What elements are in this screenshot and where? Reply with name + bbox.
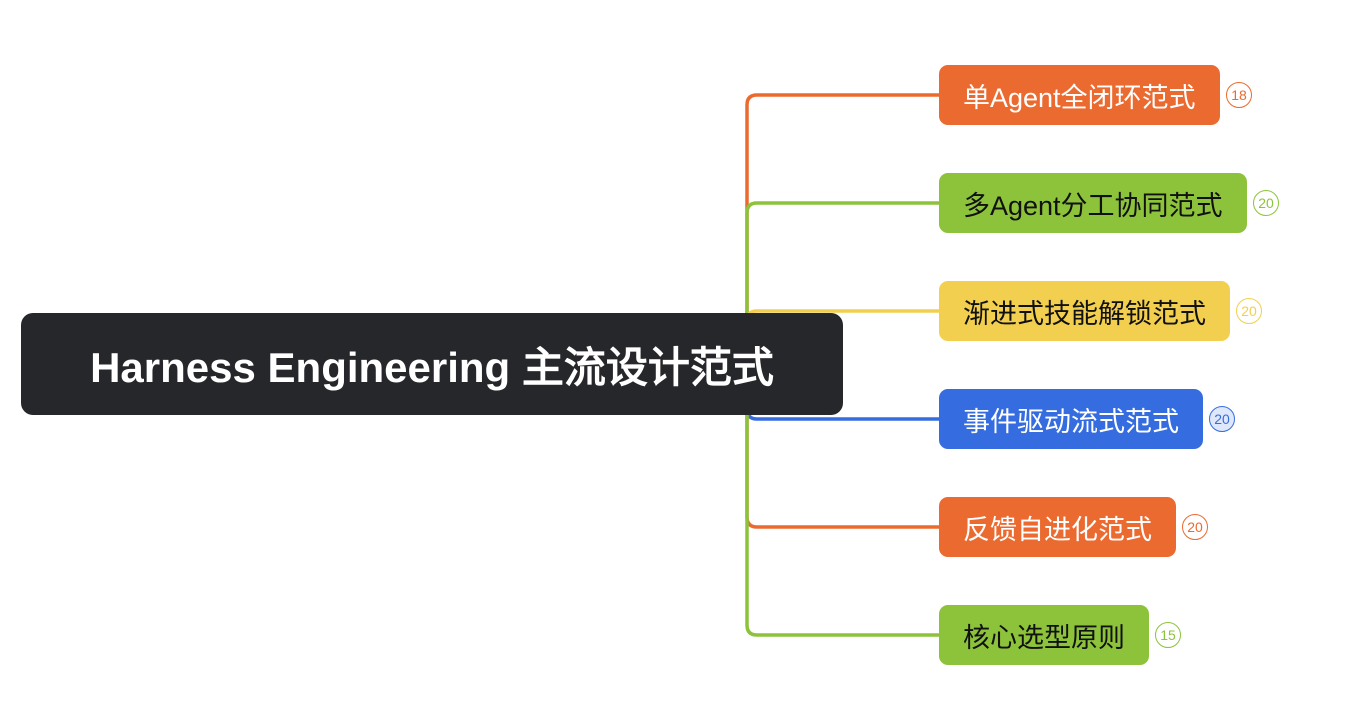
root-topic[interactable]: Harness Engineering 主流设计范式 — [21, 313, 843, 415]
root-topic-label: Harness Engineering 主流设计范式 — [90, 343, 774, 391]
branch-topic-label: 事件驱动流式范式 — [963, 406, 1179, 437]
child-count-badge[interactable]: 18 — [1226, 82, 1252, 108]
connector-line — [745, 201, 939, 364]
badge-count: 20 — [1241, 303, 1257, 319]
badge-count: 20 — [1258, 195, 1274, 211]
connector-line — [745, 93, 939, 364]
child-count-badge[interactable]: 20 — [1253, 190, 1279, 216]
branch-topic-label: 核心选型原则 — [963, 622, 1125, 653]
branch-topic-label: 渐进式技能解锁范式 — [963, 298, 1206, 329]
branch-topic[interactable]: 反馈自进化范式 — [939, 497, 1176, 557]
badge-count: 15 — [1160, 627, 1176, 643]
badge-count: 20 — [1187, 519, 1203, 535]
child-count-badge[interactable]: 20 — [1182, 514, 1208, 540]
child-count-badge[interactable]: 20 — [1209, 406, 1235, 432]
badge-count: 20 — [1214, 411, 1230, 427]
branch-topic-label: 反馈自进化范式 — [963, 514, 1152, 545]
branch-topic[interactable]: 多Agent分工协同范式 — [939, 173, 1247, 233]
connector-line — [745, 364, 939, 637]
badge-count: 18 — [1231, 87, 1247, 103]
branch-topic[interactable]: 事件驱动流式范式 — [939, 389, 1203, 449]
branch-topic-label: 多Agent分工协同范式 — [963, 190, 1223, 221]
branch-topic[interactable]: 核心选型原则 — [939, 605, 1149, 665]
branch-topic[interactable]: 渐进式技能解锁范式 — [939, 281, 1230, 341]
child-count-badge[interactable]: 20 — [1236, 298, 1262, 324]
child-count-badge[interactable]: 15 — [1155, 622, 1181, 648]
branch-topic[interactable]: 单Agent全闭环范式 — [939, 65, 1220, 125]
branch-topic-label: 单Agent全闭环范式 — [963, 82, 1196, 113]
